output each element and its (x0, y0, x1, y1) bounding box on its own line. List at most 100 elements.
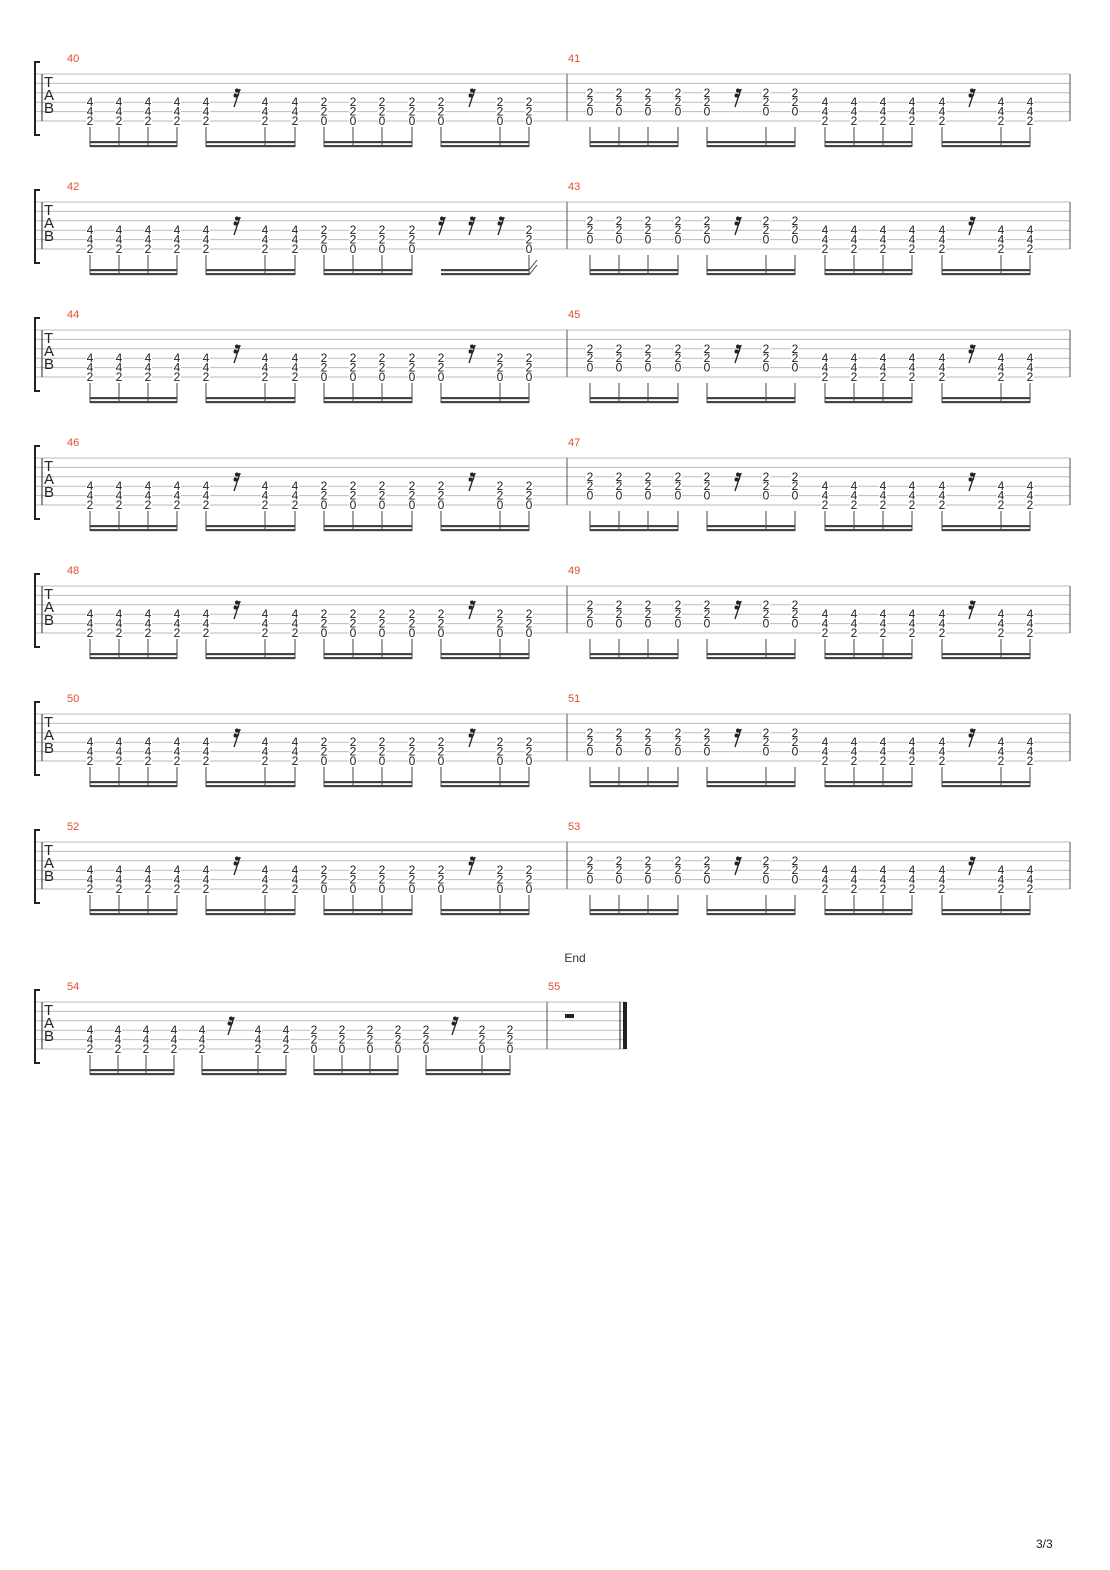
beam (942, 269, 1030, 272)
fret-mask (506, 1044, 514, 1054)
fret-mask (202, 737, 210, 748)
fret-number: 2 (526, 607, 533, 621)
fret-mask (525, 97, 533, 108)
fret-mask (997, 490, 1005, 501)
beam (90, 1069, 174, 1072)
beam (90, 909, 177, 912)
fret-number: 4 (880, 863, 887, 877)
fret-number: 4 (116, 95, 123, 109)
fret-number: 2 (851, 498, 858, 512)
fret-mask (703, 490, 711, 501)
fret-mask (115, 609, 123, 620)
fret-number: 0 (311, 1042, 318, 1056)
tab-clef-letter: B (44, 740, 54, 757)
fret-number: 2 (909, 754, 916, 768)
fret-mask (762, 481, 770, 492)
fret-number: 2 (409, 479, 416, 493)
fret-mask (437, 490, 445, 501)
fret-mask (525, 884, 533, 894)
fret-mask (703, 874, 711, 885)
fret-number: 2 (645, 479, 652, 493)
rest-flag (737, 345, 742, 348)
fret-number: 2 (526, 105, 533, 119)
fret-number: 2 (339, 1033, 346, 1047)
fret-mask (997, 353, 1005, 364)
measure-number: 47 (568, 437, 580, 449)
fret-number: 0 (350, 882, 357, 896)
fret-number: 0 (379, 498, 386, 512)
fret-number: 2 (675, 735, 682, 749)
fret-number: 0 (526, 370, 533, 384)
fret-mask (821, 353, 829, 364)
beam (324, 657, 412, 660)
fret-number: 4 (998, 863, 1005, 877)
fret-number: 4 (174, 479, 181, 493)
fret-number: 4 (939, 873, 946, 887)
fret-number: 2 (87, 114, 94, 128)
fret-mask (674, 855, 682, 866)
beam (707, 657, 795, 660)
fret-number: 0 (675, 489, 682, 503)
fret-number: 4 (880, 105, 887, 119)
fret-number: 0 (438, 754, 445, 768)
fret-mask (496, 884, 504, 894)
fret-mask (879, 737, 887, 748)
fret-number: 2 (350, 361, 357, 375)
fret-number: 2 (497, 489, 504, 503)
fret-mask (997, 234, 1005, 245)
rest-stem (734, 856, 742, 876)
fret-number: 2 (645, 863, 652, 877)
fret-number: 2 (763, 223, 770, 237)
fret-number: 4 (87, 479, 94, 493)
fret-number: 0 (321, 498, 328, 512)
fret-number: 2 (822, 242, 829, 256)
fret-mask (586, 727, 594, 738)
fret-mask (408, 609, 416, 620)
fret-mask (762, 865, 770, 876)
rest-flag (470, 478, 475, 481)
fret-number: 2 (409, 95, 416, 109)
fret-number: 4 (145, 223, 152, 237)
fret-mask (202, 106, 210, 117)
fret-number: 2 (675, 470, 682, 484)
fret-number: 0 (423, 1042, 430, 1056)
fret-number: 2 (438, 351, 445, 365)
fret-mask (821, 490, 829, 501)
fret-mask (202, 756, 210, 766)
fret-mask (349, 609, 357, 620)
fret-number: 2 (616, 726, 623, 740)
fret-mask (762, 746, 770, 757)
fret-mask (644, 471, 652, 482)
fret-mask (115, 97, 123, 108)
tab-system: TABEnd5444244244244244244244222022022022… (34, 951, 627, 1076)
fret-mask (320, 353, 328, 364)
fret-number: 4 (998, 617, 1005, 631)
fret-number: 2 (350, 351, 357, 365)
fret-mask (144, 865, 152, 876)
fret-mask (850, 746, 858, 757)
fret-number: 4 (939, 95, 946, 109)
fret-mask (1026, 97, 1034, 108)
fret-number: 4 (939, 745, 946, 759)
fret-number: 4 (909, 607, 916, 621)
fret-mask (938, 244, 946, 254)
fret-number: 0 (587, 873, 594, 887)
fret-number: 2 (616, 95, 623, 109)
fret-number: 0 (497, 754, 504, 768)
beam (942, 525, 1030, 528)
fret-mask (422, 1034, 430, 1045)
fret-mask (173, 225, 181, 236)
fret-mask (821, 372, 829, 382)
fret-number: 2 (998, 882, 1005, 896)
beam (206, 141, 295, 144)
fret-mask (378, 362, 386, 373)
fret-number: 0 (350, 626, 357, 640)
fret-mask (202, 244, 210, 254)
beam (441, 397, 529, 400)
fret-number: 4 (1027, 489, 1034, 503)
beam (942, 909, 1030, 912)
fret-mask (86, 746, 94, 757)
fret-mask (850, 874, 858, 885)
beam (90, 1073, 174, 1076)
fret-number: 2 (1027, 754, 1034, 768)
